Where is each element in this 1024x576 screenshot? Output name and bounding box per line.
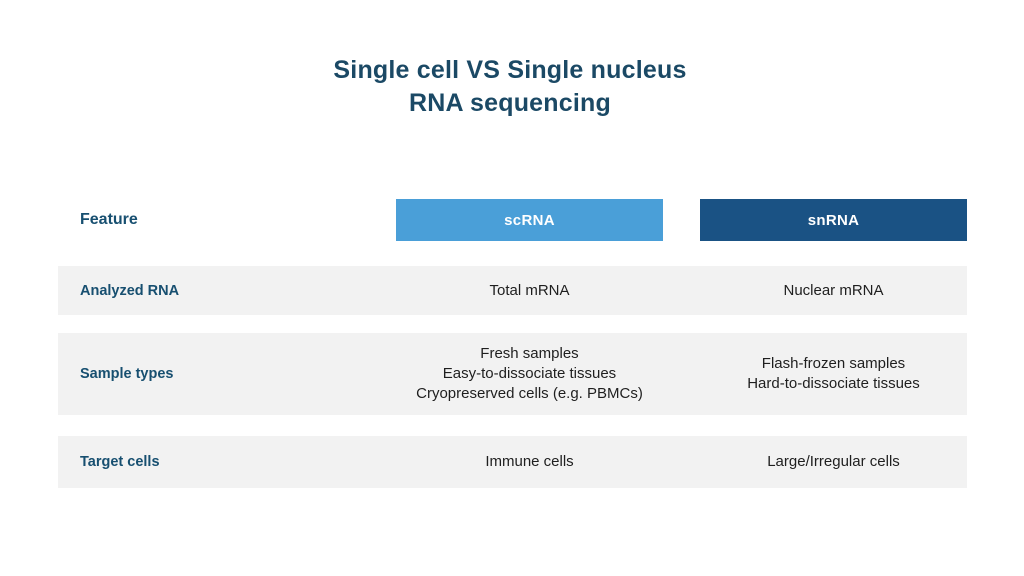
scrna-cell: Immune cells [485, 453, 574, 470]
snrna-cell: Nuclear mRNA [783, 281, 884, 299]
scrna-cell: Fresh samples Easy-to-dissociate tissues… [416, 345, 643, 402]
page-title: Single cell VS Single nucleus RNA sequen… [333, 56, 687, 117]
scrna-cell: Total mRNA [489, 281, 570, 299]
feature-column-header: Feature [80, 211, 138, 228]
snrna-cell: Large/Irregular cells [767, 453, 900, 470]
snrna-column-header: snRNA [700, 199, 967, 241]
table-header: Feature scRNA snRNA [0, 199, 1024, 241]
row-feature-label: Target cells [80, 454, 160, 470]
row-feature-label: Sample types [80, 366, 174, 382]
row-feature-label: Analyzed RNA [80, 282, 180, 299]
table-row-sample-types: Sample types Fresh samples Easy-to-disso… [58, 333, 967, 415]
table-row-analyzed-rna: Analyzed RNA Total mRNA Nuclear mRNA [58, 266, 967, 315]
table-row-target-cells: Target cells Immune cells Large/Irregula… [58, 436, 967, 488]
snrna-cell: Flash-frozen samples Hard-to-dissociate … [747, 355, 920, 392]
scrna-column-header: scRNA [396, 199, 663, 241]
